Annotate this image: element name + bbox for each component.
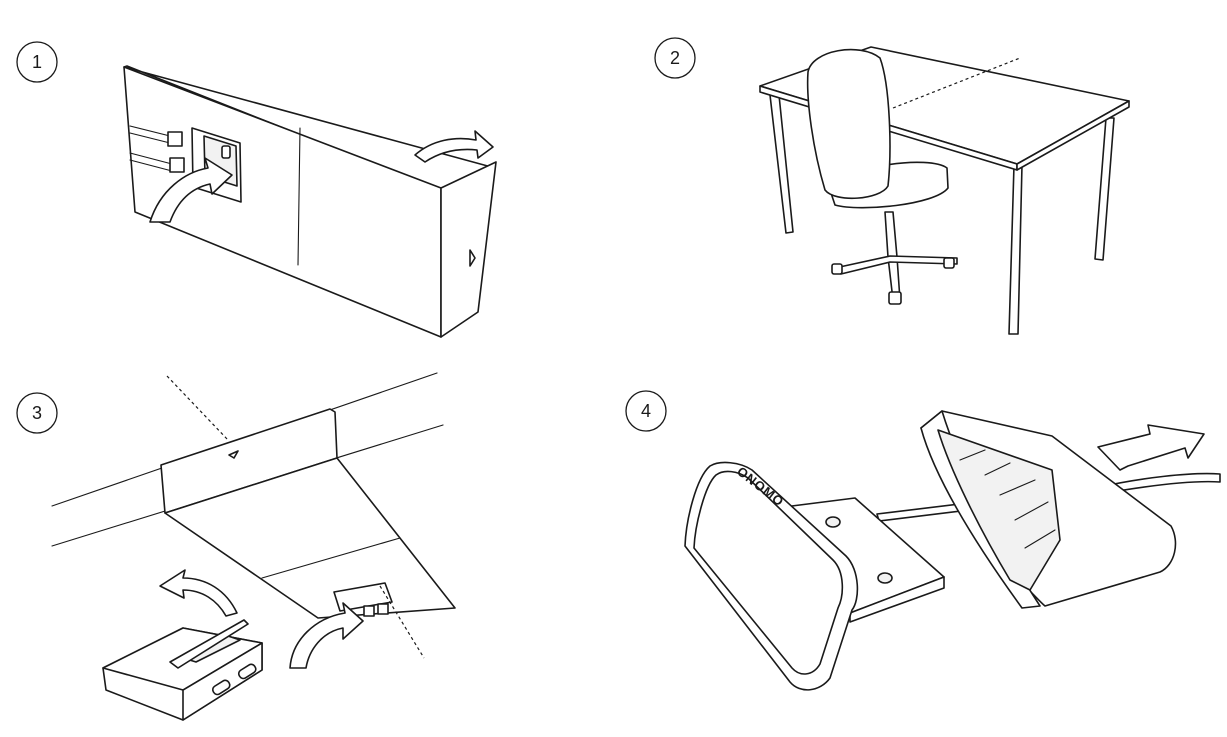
step-1: 1: [16, 41, 497, 338]
bracket-horizontal-plate: [164, 457, 456, 619]
step-3-badge: [16, 392, 58, 434]
step-2: 2: [654, 37, 1130, 335]
base-screw-hole-2: [877, 572, 893, 584]
step-3-number: 3: [32, 403, 42, 423]
slide-arrow: [1097, 424, 1205, 471]
mount-guide-line-top: [166, 375, 229, 441]
chair-wheel-2: [943, 257, 955, 269]
desk-side-edge: [1016, 100, 1130, 171]
hub-port-1: [211, 679, 231, 696]
cable-plug-1: [167, 131, 183, 147]
hub-port-2: [237, 663, 257, 680]
cutout-port: [221, 145, 231, 159]
step-4: 4 ONOMO: [625, 390, 1221, 691]
bracket-fold: [261, 537, 401, 579]
office-chair: [806, 48, 958, 305]
step-1-number: 1: [32, 52, 42, 72]
onomo-device: ONOMO: [684, 461, 859, 691]
flip-arrow: [414, 130, 494, 163]
desk-leg-back-right: [1094, 117, 1115, 261]
attach-arrow: [289, 602, 364, 669]
desk-placement-line: [892, 57, 1021, 109]
box-fold-line: [297, 127, 301, 266]
step-2-desk-illustration: [759, 46, 1130, 335]
device-face: [693, 470, 844, 675]
chair-backrest: [806, 48, 891, 200]
base-screw-hole-1: [825, 516, 841, 528]
box-side-panel: [440, 161, 497, 338]
box-side-marker: [469, 249, 476, 267]
step-4-slide-illustration: ONOMO: [684, 410, 1221, 691]
desk-leg-back-left: [769, 94, 794, 234]
step-1-box-illustration: [123, 65, 497, 338]
step-4-badge: [625, 390, 667, 432]
desk-leg-front-right: [1008, 164, 1023, 335]
insert-arrow: [149, 157, 233, 223]
cable-plug-2: [169, 157, 185, 173]
step-3-mount-illustration: [51, 372, 456, 721]
housing-ribs: [959, 449, 1056, 549]
peel-arrow: [159, 569, 238, 617]
mount-guide-line-bottom: [379, 585, 425, 659]
cables: [129, 125, 173, 172]
hub-adhesive-strip: [169, 619, 249, 669]
bracket-vertical-face: [160, 408, 338, 514]
bracket-marker: [228, 450, 239, 459]
housing-interior: [937, 429, 1061, 591]
step-4-number: 4: [641, 401, 651, 421]
step-2-badge: [654, 37, 696, 79]
base-plate-edge: [849, 576, 945, 623]
chair-wheel-1: [831, 263, 843, 275]
step-2-number: 2: [670, 48, 680, 68]
slot-port-1: [363, 605, 375, 617]
usb-hub-device: [102, 619, 263, 721]
chair-wheel-3: [888, 291, 902, 305]
hub-housing: [920, 410, 1177, 609]
slot-port-2: [377, 603, 389, 615]
step-3: 3: [16, 372, 456, 721]
step-1-badge: [16, 41, 58, 83]
